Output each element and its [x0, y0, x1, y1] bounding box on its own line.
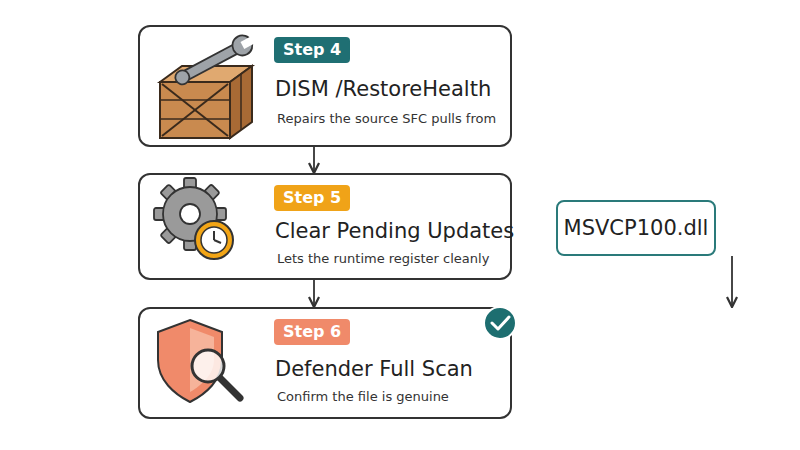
flow-arrow: [313, 280, 315, 307]
flow-arrow: [731, 256, 733, 307]
step-title: DISM /RestoreHealth: [275, 76, 491, 102]
step-badge: Step 6: [274, 319, 350, 345]
gear-clock-icon: [154, 178, 233, 259]
step-box: Step 6 Defender Full ScanConfirm the file…: [138, 307, 512, 419]
shield-magnifier-icon: [158, 320, 240, 402]
step-badge: Step 4: [274, 37, 350, 63]
file-name: MSVCP100.dll: [558, 215, 714, 241]
step-title: Defender Full Scan: [275, 356, 473, 382]
flow-arrow: [313, 147, 315, 173]
step-box: Step 4 DISM /RestoreHealthRepairs the sou…: [138, 25, 512, 147]
step-description: Confirm the file is genuine: [277, 389, 449, 405]
step-box: Step 5 Clear Pending UpdatesLets the runt…: [138, 173, 512, 280]
check-badge: [484, 307, 516, 339]
step-description: Repairs the source SFC pulls from: [277, 111, 496, 127]
step-description: Lets the runtime register cleanly: [277, 251, 489, 267]
file-box: MSVCP100.dll: [556, 200, 716, 256]
step-title: Clear Pending Updates: [275, 218, 514, 244]
step-badge: Step 5: [274, 185, 350, 211]
crate-wrench-icon: [160, 31, 258, 138]
